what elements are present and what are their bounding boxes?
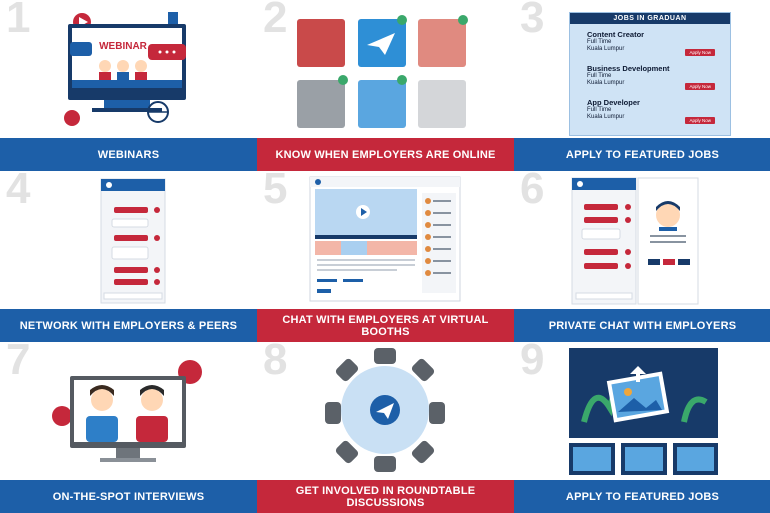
job-listing: Business Development Full Time Kuala Lum…: [587, 64, 730, 92]
feature-number: 3: [520, 0, 545, 42]
feature-label: APPLY TO FEATURED JOBS: [514, 480, 770, 513]
feature-cell-featured-jobs: 9 APPLY TO FEATURED JOBS: [514, 342, 770, 513]
feature-number: 8: [263, 342, 288, 384]
feature-number: 9: [520, 342, 545, 384]
feature-cell-interviews: 7 ON-THE-SPOT INTERVIEWS: [0, 342, 257, 513]
feature-label: GET INVOLVED IN ROUNDTABLE DISCUSSIONS: [257, 480, 514, 513]
feature-cell-virtual-booths: 5 CHAT WITH EMPLOYERS AT VIRTUAL BOOTHS: [257, 171, 514, 342]
feature-number: 5: [263, 171, 288, 213]
job-type: Full Time: [587, 73, 612, 79]
gallery-illustration: [569, 348, 718, 475]
job-type: Full Time: [587, 39, 612, 45]
feature-number: 1: [6, 0, 31, 42]
jobs-card: JOBS IN GRADUAN Content Creator Full Tim…: [569, 12, 731, 136]
job-location: Kuala Lumpur: [587, 80, 625, 86]
feature-number: 2: [263, 0, 288, 42]
feature-cell-webinars: 1 WEBINAR WEBINARS: [0, 0, 257, 171]
feature-label: PRIVATE CHAT WITH EMPLOYERS: [514, 309, 770, 342]
job-title: Content Creator: [587, 30, 645, 39]
private-chat-illustration: [571, 177, 699, 305]
job-location: Kuala Lumpur: [587, 46, 625, 52]
feature-label: WEBINARS: [0, 138, 257, 171]
interview-illustration: [52, 360, 202, 462]
job-title: Business Development: [587, 64, 670, 73]
feature-cell-online: 2 KNOW WHEN EMPLOYERS ARE ONLINE: [257, 0, 514, 171]
feature-label: APPLY TO FEATURED JOBS: [514, 138, 770, 171]
feature-number: 6: [520, 171, 545, 213]
feature-cell-private-chat: 6 PRIVATE CHAT WITH EMPLOYERS: [514, 171, 770, 342]
feature-label: CHAT WITH EMPLOYERS AT VIRTUAL BOOTHS: [257, 309, 514, 342]
job-listing: App Developer Full Time Kuala Lumpur App…: [587, 98, 730, 126]
webinar-sign: WEBINAR: [99, 41, 148, 52]
jobs-header: JOBS IN GRADUAN: [570, 13, 730, 24]
feature-cell-roundtable: 8 GET INVOLVED IN ROUNDTABLE DISCUSSIONS: [257, 342, 514, 513]
feature-cell-jobs: 3 JOBS IN GRADUAN Content Creator Full T…: [514, 0, 770, 171]
network-chat-illustration: [100, 178, 166, 304]
job-title: App Developer: [587, 98, 640, 107]
job-listing: Content Creator Full Time Kuala Lumpur A…: [587, 30, 730, 58]
feature-number: 4: [6, 171, 31, 213]
feature-number: 7: [6, 342, 31, 384]
feature-label: NETWORK WITH EMPLOYERS & PEERS: [0, 309, 257, 342]
roundtable-illustration: [325, 348, 445, 472]
employers-online-illustration: [297, 15, 468, 128]
apply-button[interactable]: Apply Now: [685, 117, 715, 124]
virtual-booth-illustration: [309, 176, 461, 302]
feature-cell-network: 4 NETWORK WITH EMPLOYERS & PEERS: [0, 171, 257, 342]
apply-button[interactable]: Apply Now: [685, 49, 715, 56]
webinar-illustration: WEBINAR: [64, 12, 186, 126]
feature-label: ON-THE-SPOT INTERVIEWS: [0, 480, 257, 513]
apply-button[interactable]: Apply Now: [685, 83, 715, 90]
job-type: Full Time: [587, 107, 612, 113]
feature-label: KNOW WHEN EMPLOYERS ARE ONLINE: [257, 138, 514, 171]
job-location: Kuala Lumpur: [587, 114, 625, 120]
